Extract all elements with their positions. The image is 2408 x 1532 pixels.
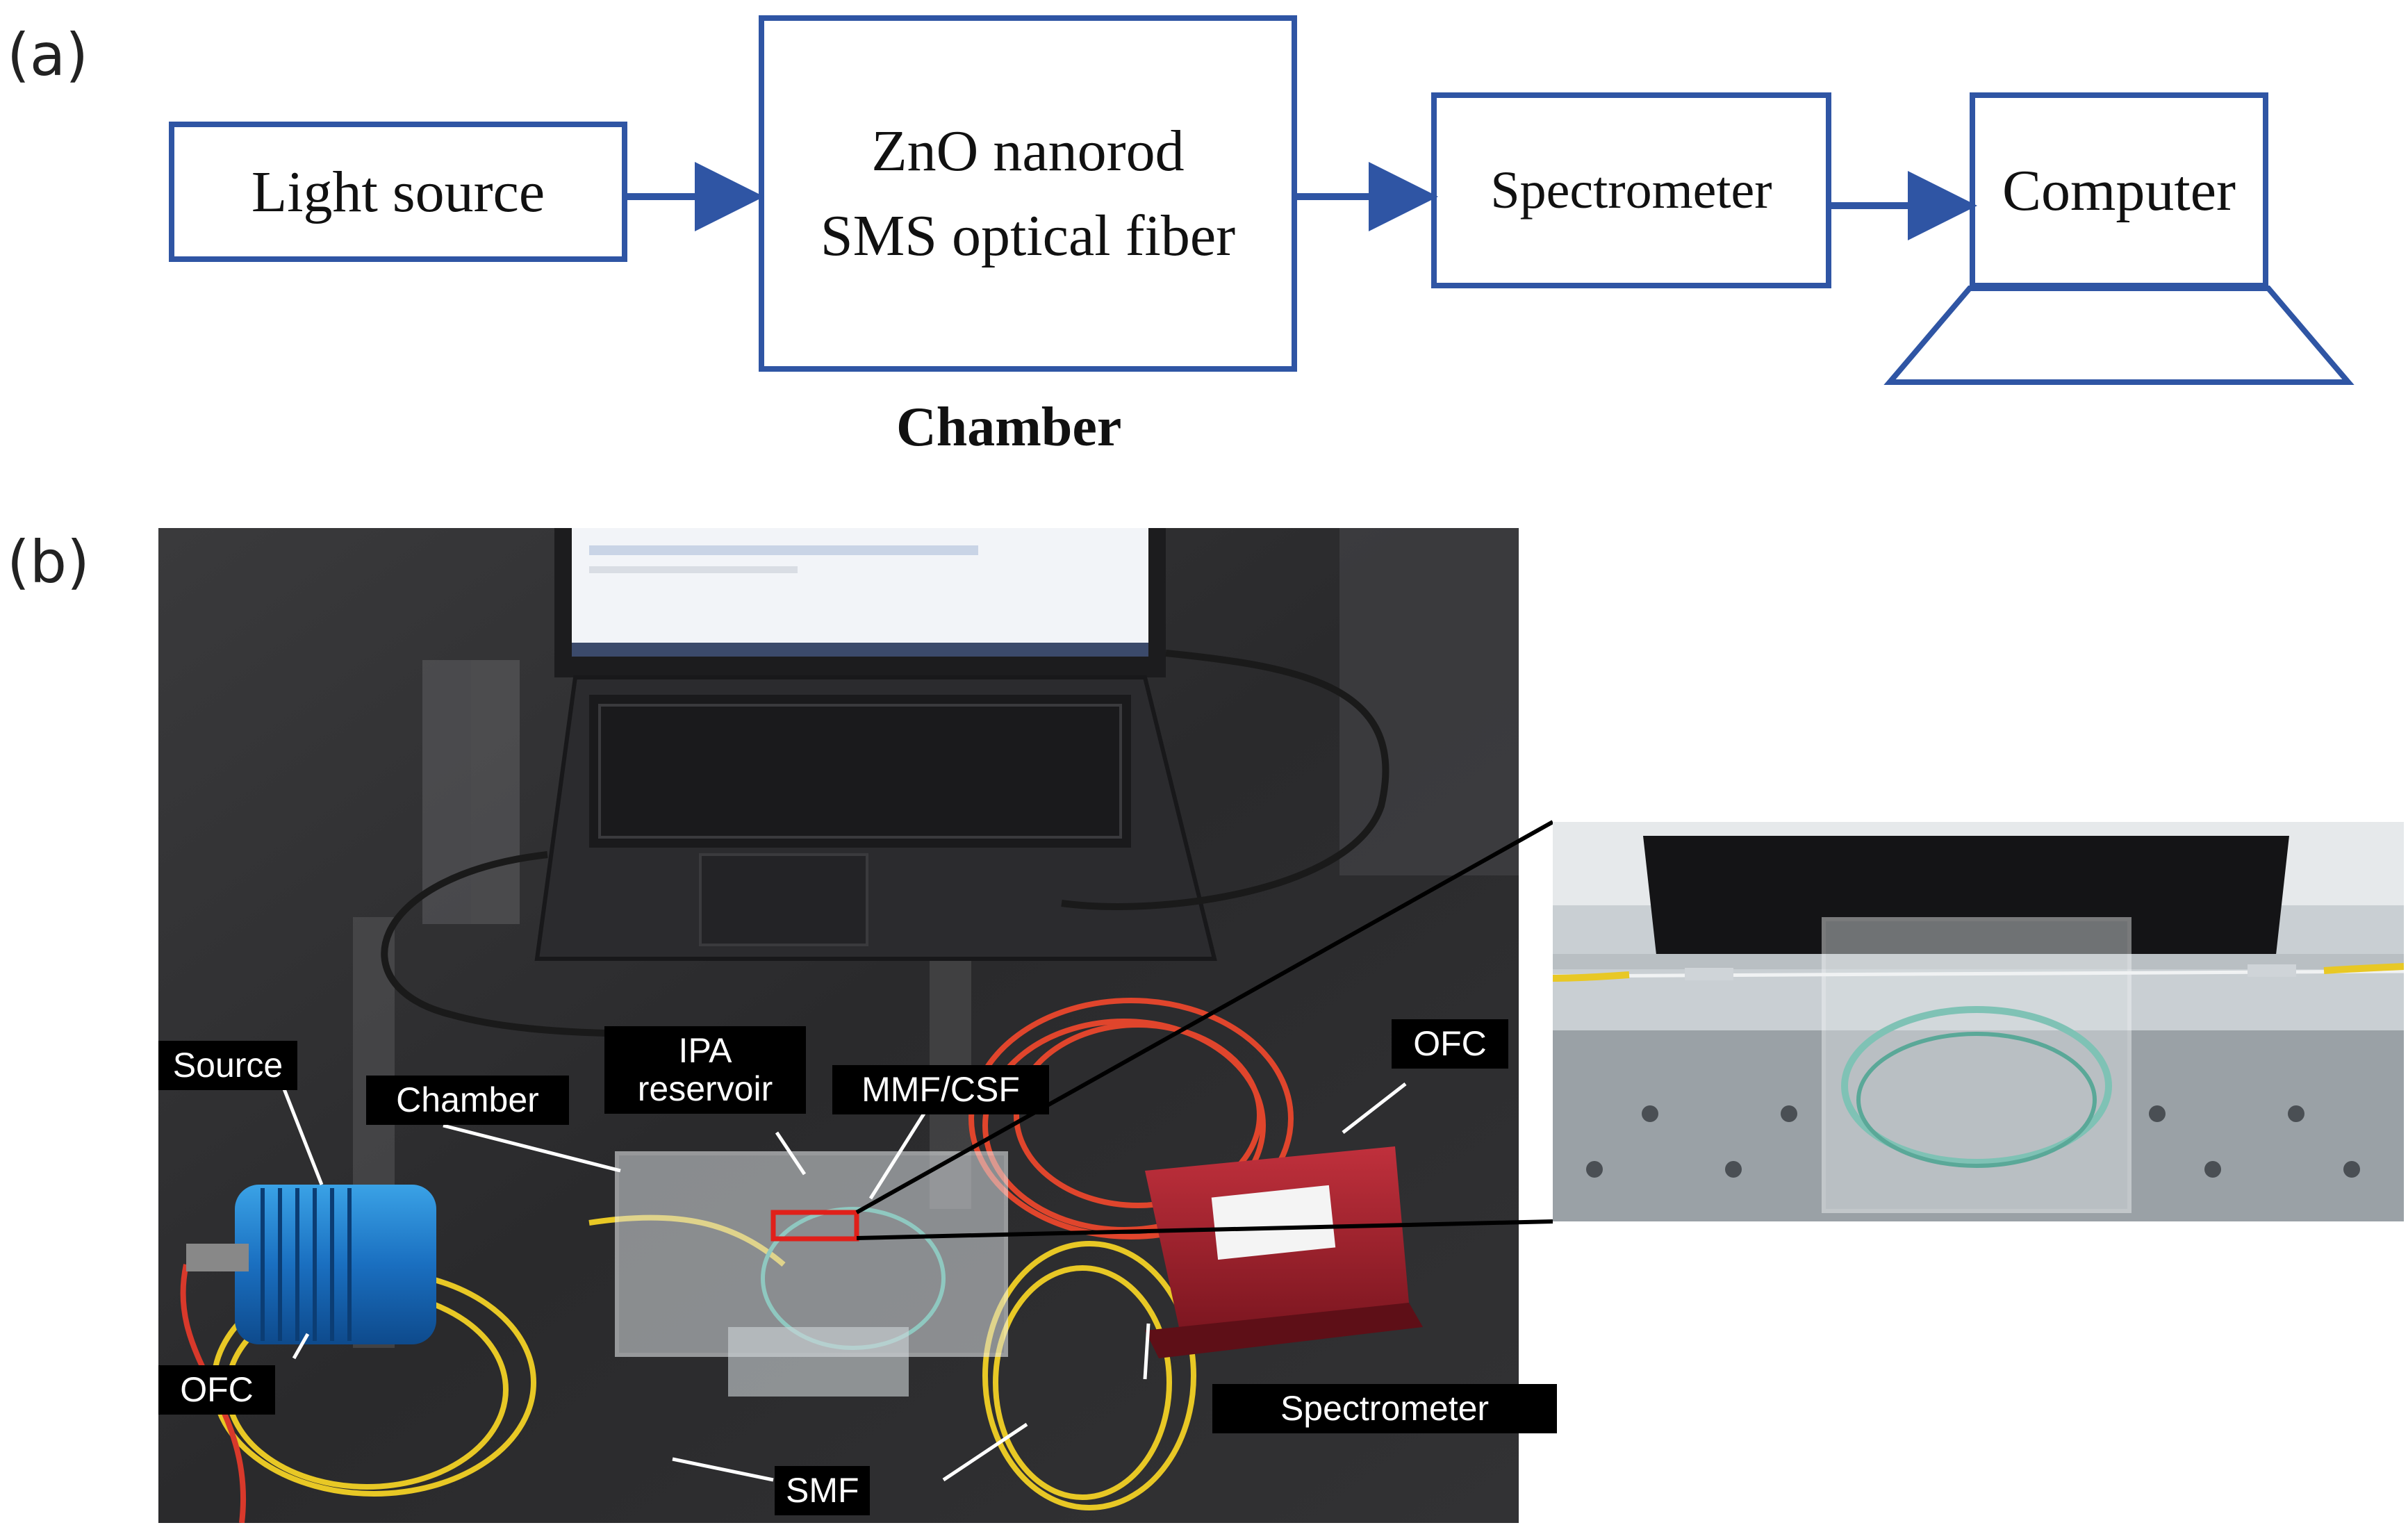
chamber-box-line2: SMS optical fiber [820, 203, 1236, 268]
panel-b-label: (b) [7, 528, 90, 596]
callout-ofc-top: OFC [1392, 1019, 1508, 1069]
callout-mmf-csf: MMF/CSF [832, 1065, 1049, 1114]
chamber-box: ZnO nanorod SMS optical fiber [759, 15, 1297, 372]
callout-ofc-bottom: OFC [158, 1365, 275, 1415]
computer-keyboard-base [1883, 286, 2355, 385]
callout-ipa-line1: IPA [678, 1031, 732, 1070]
callout-smf: SMF [775, 1466, 870, 1515]
callout-ipa-line2: reservoir [637, 1069, 773, 1108]
light-source-box: Light source [169, 122, 627, 262]
chamber-inset-photo [1553, 822, 2404, 1221]
computer-box: Computer [1970, 92, 2268, 288]
spectrometer-label: Spectrometer [1490, 160, 1772, 220]
computer-label: Computer [2002, 158, 2236, 223]
panel-a-label: (a) [7, 21, 89, 89]
light-source-label: Light source [251, 159, 545, 224]
chamber-caption: Chamber [896, 397, 1122, 458]
panel-a-connectors [627, 162, 2355, 385]
chamber-box-line1: ZnO nanorod [871, 118, 1185, 183]
callout-chamber: Chamber [366, 1076, 569, 1125]
callout-source: Source [158, 1041, 297, 1090]
setup-photo [158, 528, 1519, 1523]
callout-spectrometer: Spectrometer [1212, 1384, 1557, 1433]
spectrometer-box: Spectrometer [1431, 92, 1831, 288]
callout-ipa-reservoir: IPA reservoir [604, 1026, 806, 1114]
